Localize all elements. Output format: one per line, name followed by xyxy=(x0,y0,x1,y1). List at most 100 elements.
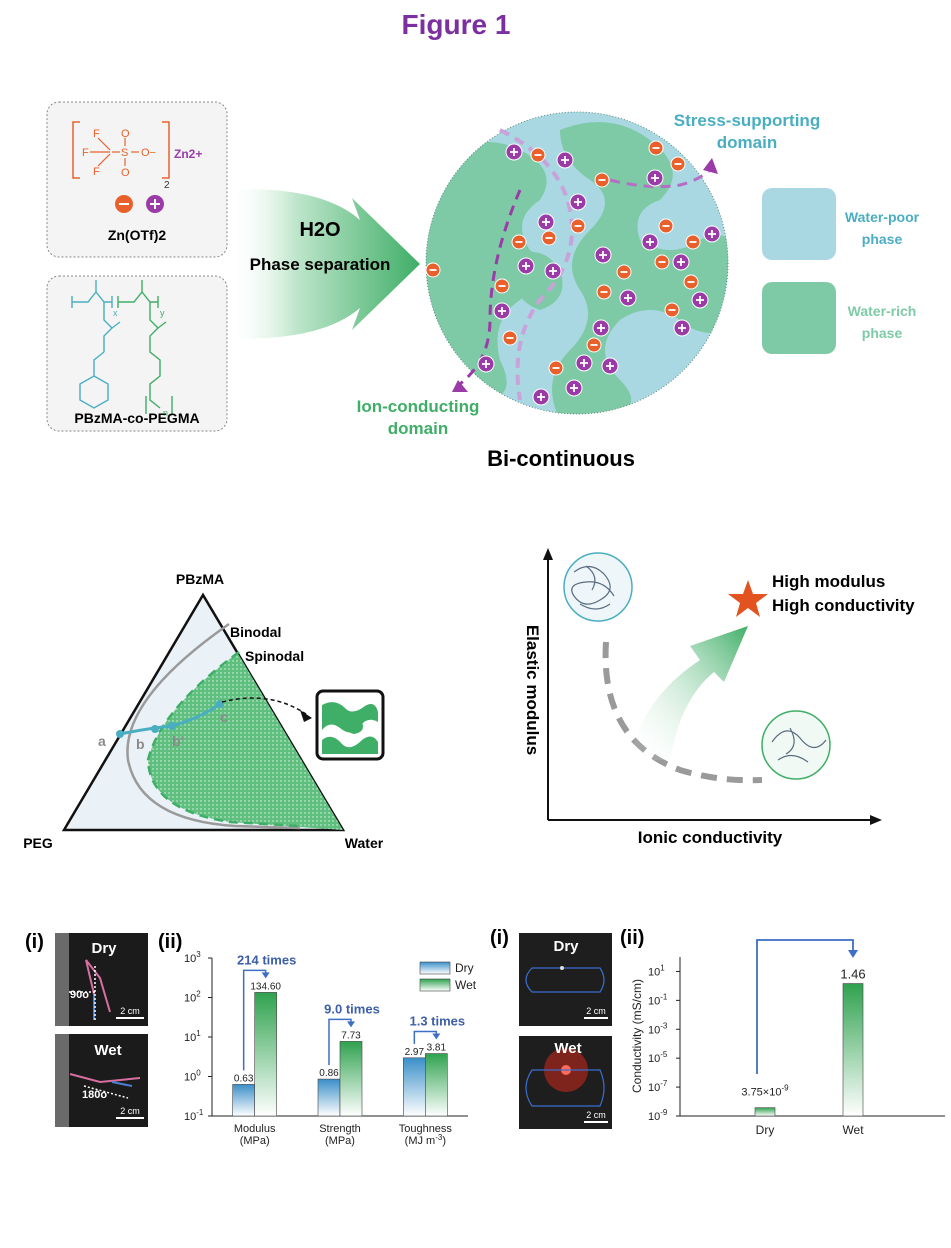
anion-marker xyxy=(548,360,564,376)
y-tick-label: 101 xyxy=(184,1029,201,1044)
atom-f1: F xyxy=(93,128,100,140)
legend-water-poor-swatch xyxy=(762,188,836,260)
legend-water-poor-label-line1: Water-poor xyxy=(845,209,920,225)
dry-angle-label: 90o xyxy=(70,989,89,1001)
spinodal-label: Spinodal xyxy=(245,648,304,664)
cation-marker xyxy=(673,319,691,337)
panel-e: (i) (ii) Dry 2 cm Wet 2 cm 10-910-710-51… xyxy=(490,927,945,1137)
bar-wet xyxy=(339,1041,363,1117)
bar-value-label: 134.60 xyxy=(250,981,281,992)
anion-marker xyxy=(596,284,612,300)
panel-d: (i) (ii) Dry 90o 2 cm Wet 180o 2 cm 10-1… xyxy=(25,931,477,1147)
pointer-arrowhead-icon xyxy=(300,710,312,722)
bracket-arrowhead-icon xyxy=(261,972,270,979)
y-tick-label: 10-7 xyxy=(648,1079,668,1094)
figure-title: Figure 1 xyxy=(402,9,511,40)
value-base: 3.75×10 xyxy=(741,1087,781,1099)
category-label: Wet xyxy=(842,1123,864,1137)
fold-annotation: 9.0 times xyxy=(324,1001,380,1016)
y-tick-label-base: 10 xyxy=(648,1111,660,1123)
anion-marker xyxy=(425,262,441,278)
y-tick-label-base: 10 xyxy=(648,1053,660,1065)
wet-bend-photo xyxy=(55,1034,148,1127)
bar-dry xyxy=(232,1084,255,1117)
y-tick-label: 102 xyxy=(184,990,201,1005)
bicontinuous-caption: Bi-continuous xyxy=(487,446,635,471)
ion-domain-label-text-line2: domain xyxy=(388,419,448,438)
anion-marker xyxy=(616,264,632,280)
panel-d-roman-ii: (ii) xyxy=(158,931,182,953)
wet-led-scale: 2 cm xyxy=(586,1110,606,1120)
y-tick-label-base: 10 xyxy=(184,1111,196,1123)
cation-marker xyxy=(556,151,574,169)
dry-led-scale: 2 cm xyxy=(586,1006,606,1016)
triflate-structure xyxy=(72,121,170,179)
salt-name: Zn(OTf)2 xyxy=(108,227,167,243)
bar-dry xyxy=(754,1107,776,1117)
cation-icon xyxy=(146,195,164,213)
y-tick-label-exp: -7 xyxy=(660,1079,668,1088)
anion-marker xyxy=(570,218,586,234)
water-label: H2O xyxy=(299,219,340,241)
bar-wet xyxy=(254,992,277,1117)
anion-marker xyxy=(654,254,670,270)
cation-marker xyxy=(601,357,619,375)
y-tick-label-base: 10 xyxy=(648,1024,660,1036)
cation-marker xyxy=(691,291,709,309)
y-tick-label: 103 xyxy=(184,950,201,965)
legend-swatch-wet xyxy=(419,978,451,992)
anion-marker xyxy=(511,234,527,250)
cation-marker xyxy=(703,225,721,243)
spinodal-region xyxy=(148,652,343,830)
phase-separation-label: Phase separation xyxy=(250,255,391,274)
cation-marker xyxy=(646,169,664,187)
bracket-arrowhead-icon xyxy=(347,1021,355,1028)
y-axis-label: Elastic modulus xyxy=(523,625,542,755)
polymer-structure xyxy=(71,280,173,414)
vertex-left-label: PEG xyxy=(23,835,53,851)
wet-led-label: Wet xyxy=(554,1040,581,1057)
improvement-arrow xyxy=(630,626,748,760)
anion-marker xyxy=(586,337,602,353)
morphology-pointer xyxy=(221,697,307,715)
unit-base: (MJ m xyxy=(405,1135,436,1147)
category-unit: (MPa) xyxy=(240,1135,270,1147)
cation-marker xyxy=(532,388,550,406)
legend-label-wet: Wet xyxy=(455,978,477,992)
point-a-label: a xyxy=(98,733,106,749)
atom-o2: O xyxy=(121,167,130,179)
y-tick-label-exp: -3 xyxy=(660,1021,668,1030)
y-tick-label-base: 10 xyxy=(184,1072,196,1084)
stress-pathway xyxy=(499,128,574,401)
y-tick-label-exp: -1 xyxy=(196,1108,204,1117)
tradeoff-curve xyxy=(602,641,763,784)
bicontinuous-sphere xyxy=(425,111,729,415)
fold-annotation: 1.3 times xyxy=(410,1014,466,1029)
stress-domain-label-text-line1: Stress-supporting xyxy=(674,111,820,130)
y-tick-label-base: 10 xyxy=(648,966,660,978)
anion-icon xyxy=(115,195,133,213)
unit-close: ) xyxy=(442,1135,446,1147)
ion-pathway xyxy=(459,189,522,386)
dry-bend-label: Dry xyxy=(91,940,117,957)
vertex-right-label: Water xyxy=(345,835,384,851)
atom-s: S xyxy=(121,147,128,159)
legend-water-rich-label-line1: Water-rich xyxy=(848,303,917,319)
category-label: Toughness xyxy=(399,1123,453,1135)
category-unit: (MJ m-3) xyxy=(405,1133,446,1147)
cation-marker xyxy=(517,257,535,275)
panel-e-roman-i: (i) xyxy=(490,927,509,949)
ion-markers xyxy=(425,140,721,406)
bar-value-label: 7.73 xyxy=(341,1030,361,1041)
y-tick-label-base: 10 xyxy=(648,995,660,1007)
anion-marker xyxy=(541,230,557,246)
panel-e-roman-ii: (ii) xyxy=(620,927,644,949)
y-tick-label: 101 xyxy=(648,963,665,978)
salt-subscript: 2 xyxy=(164,180,170,191)
anion-marker xyxy=(683,274,699,290)
bar-value-label: 3.81 xyxy=(427,1043,447,1054)
